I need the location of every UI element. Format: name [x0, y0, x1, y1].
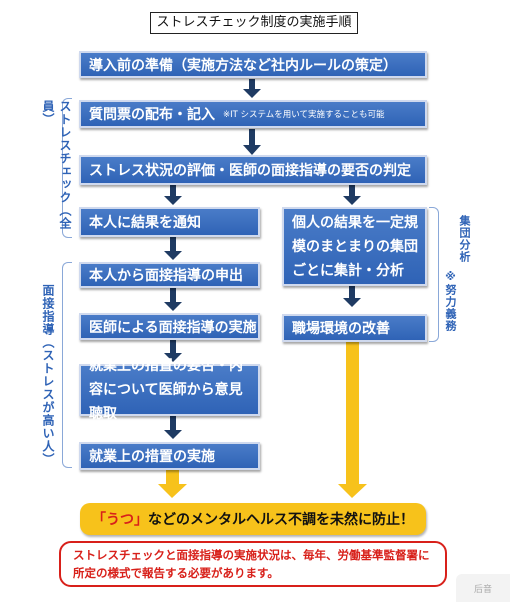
effort-label: ※努力義務: [444, 270, 457, 332]
report-notice: ストレスチェックと面接指導の実施状況は、毎年、労働基準監督署に 所定の様式で報告…: [59, 541, 447, 587]
watermark-badge: 后音: [456, 574, 510, 602]
step-opinion: 就業上の措置の要否・内容について医師から意見聴取: [79, 358, 260, 422]
step-evaluation-label: ストレス状況の評価・医師の面接指導の要否の判定: [89, 163, 411, 179]
step-request-label: 本人から面接指導の申出: [89, 268, 243, 284]
stresscheck-label: ストレスチェック（全員）: [41, 100, 72, 230]
step-improve: 職場環境の改善: [282, 314, 427, 342]
interview-label: 面接指導（ストレスが高い人）: [41, 284, 55, 466]
goal-banner: 「うつ」などのメンタルヘルス不調を未然に防止！: [80, 503, 426, 535]
step-request: 本人から面接指導の申出: [79, 262, 260, 288]
step-preparation-label: 導入前の準備（実施方法など社内ルールの策定）: [89, 57, 397, 74]
step-notify: 本人に結果を通知: [79, 207, 260, 237]
step-questionnaire-note: ※IT システムを用いて実施することも可能: [223, 110, 385, 120]
step-opinion-label: 就業上の措置の要否・内容について医師から意見聴取: [89, 358, 243, 422]
step-measures-label: 就業上の措置の実施: [89, 449, 215, 465]
report-notice-line2: 所定の様式で報告する必要があります。: [73, 566, 279, 580]
goal-prefix: 「うつ」: [92, 512, 148, 528]
step-interview: 医師による面接指導の実施: [79, 313, 260, 340]
report-notice-line1: ストレスチェックと面接指導の実施状況は、毎年、労働基準監督署に: [73, 548, 430, 562]
stresscheck-bracket: [62, 98, 72, 238]
step-questionnaire: 質問票の配布・記入 ※IT システムを用いて実施することも可能: [79, 100, 427, 128]
step-evaluation: ストレス状況の評価・医師の面接指導の要否の判定: [79, 155, 427, 185]
arrow-improve-to-goal: [338, 342, 367, 498]
step-measures: 就業上の措置の実施: [79, 442, 260, 470]
group-analysis-bracket: [429, 207, 439, 342]
arrow-interview-to-opinion: [164, 340, 182, 362]
goal-text: などのメンタルヘルス不調を未然に防止！: [148, 512, 414, 528]
arrow-opinion-to-measures: [164, 416, 182, 439]
step-preparation: 導入前の準備（実施方法など社内ルールの策定）: [79, 51, 427, 78]
arrow-questionnaire-to-evaluation: [243, 129, 261, 155]
step-group-analysis: 個人の結果を一定規模のまとまりの集団ごとに集計・分析: [282, 207, 427, 286]
arrow-prep-to-questionnaire: [243, 79, 261, 98]
step-group-analysis-label: 個人の結果を一定規模のまとまりの集団ごとに集計・分析: [292, 214, 418, 279]
group-analysis-label: 集団分析: [458, 215, 471, 263]
step-questionnaire-label: 質問票の配布・記入: [89, 107, 215, 123]
interview-bracket: [62, 262, 72, 468]
arrow-group-to-improve: [343, 286, 361, 307]
step-interview-label: 医師による面接指導の実施: [89, 319, 257, 336]
arrow-request-to-interview: [164, 288, 182, 311]
arrow-measures-to-goal: [158, 470, 187, 498]
step-improve-label: 職場環境の改善: [292, 321, 390, 337]
arrow-notify-to-request: [164, 237, 182, 260]
page-title: ストレスチェック制度の実施手順: [150, 12, 358, 34]
arrow-evaluation-to-notify: [164, 185, 182, 205]
step-notify-label: 本人に結果を通知: [89, 215, 201, 231]
arrow-evaluation-to-group: [343, 185, 361, 205]
